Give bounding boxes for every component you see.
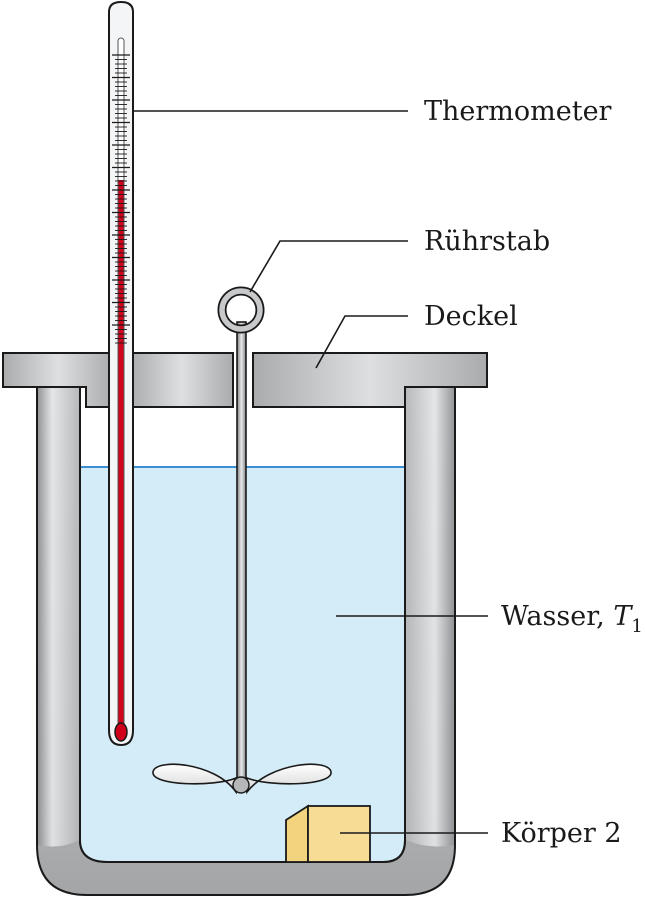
body-block: [285, 804, 371, 863]
label-stirrer: Rührstab: [424, 226, 550, 257]
thermometer: [108, 0, 134, 747]
stirrer: [152, 286, 332, 795]
label-water-subscript: 1: [631, 616, 642, 637]
label-lid: Deckel: [424, 301, 518, 332]
lid: [2, 352, 488, 408]
leader-stirrer: [249, 240, 408, 293]
vessel-inner-outline: [79, 385, 406, 863]
label-body: Körper 2: [501, 818, 622, 849]
thermometer-scale: [112, 54, 130, 344]
label-water-symbol: T: [613, 601, 633, 632]
vessel-wall-left-shade: [38, 386, 79, 847]
thermometer-bulb: [114, 722, 128, 742]
label-water: Wasser, T1: [501, 601, 643, 637]
mercury-column: [118, 180, 124, 728]
label-water-text: Wasser,: [501, 601, 613, 632]
label-thermometer: Thermometer: [424, 96, 612, 127]
leader-lid: [315, 315, 408, 369]
